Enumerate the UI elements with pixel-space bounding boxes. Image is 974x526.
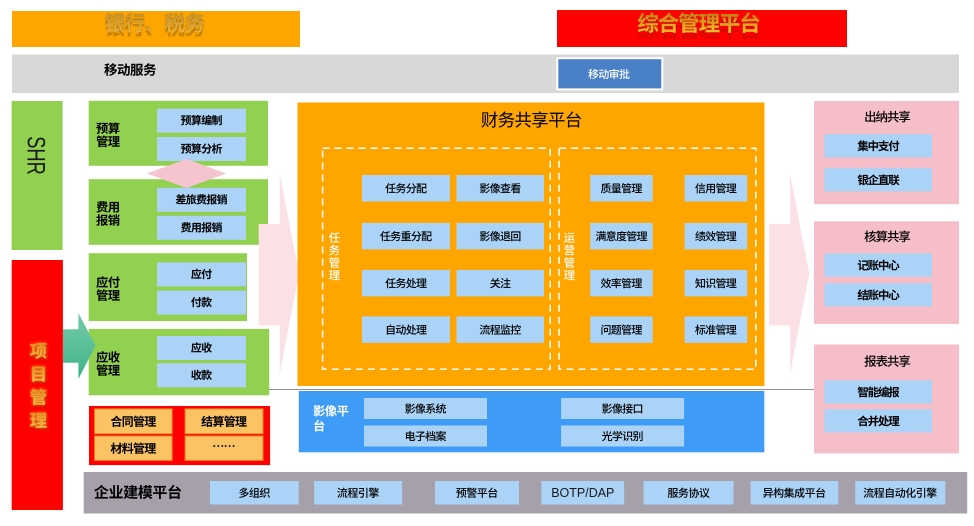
svg-text:SHR: SHR: [22, 136, 51, 175]
svg-text:BOTP/DAP: BOTP/DAP: [551, 486, 614, 500]
